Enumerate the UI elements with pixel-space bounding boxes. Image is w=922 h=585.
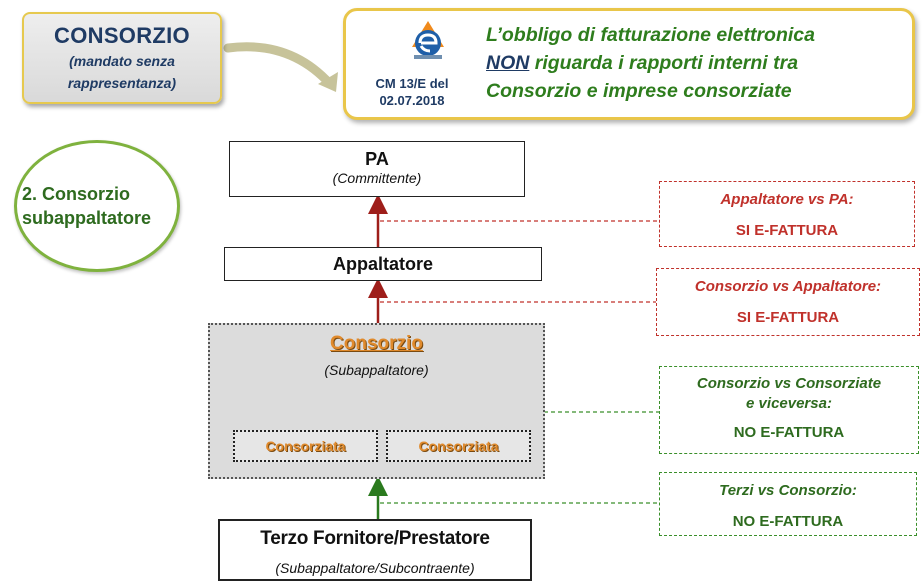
notice-line-2: NON riguarda i rapporti interni tra	[486, 49, 911, 77]
relation-label-cont: e viceversa:	[746, 395, 832, 412]
pa-title: PA	[365, 149, 389, 169]
pa-box: PA (Committente)	[229, 141, 525, 197]
relation-label: Consorzio vs Consorziate	[696, 375, 882, 392]
notice-emphasis: NON	[486, 52, 530, 74]
consorziata-box-1: Consorziata	[233, 430, 378, 462]
relation-label: Terzi vs Consorzio:	[719, 482, 857, 499]
case-circle	[14, 140, 180, 272]
terzo-title: Terzo Fornitore/Prestatore	[260, 528, 490, 549]
consorzio-title: CONSORZIO	[54, 23, 190, 48]
case-label-line-2: subappaltatore	[22, 208, 152, 228]
notice-box: CM 13/E del 02.07.2018 L’obbligo di fatt…	[343, 8, 915, 120]
relation-box-terzi-consorzio: Terzi vs Consorzio: NO E-FATTURA	[659, 472, 917, 536]
consorzio-subtitle-2: rappresentanza)	[67, 75, 177, 91]
case-label: 2. Consorzio subappaltatore	[22, 182, 172, 230]
consorzio-node-subtitle: (Subappaltatore)	[324, 362, 429, 378]
relation-box-appaltatore-pa: Appaltatore vs PA: SI E-FATTURA	[659, 181, 915, 247]
terzo-subtitle: (Subappaltatore/Subcontraente)	[275, 560, 475, 576]
relation-label: Appaltatore vs PA:	[720, 191, 854, 208]
case-label-line-1: 2. Consorzio	[22, 184, 131, 204]
notice-text: L’obbligo di fatturazione elettronica NO…	[486, 21, 911, 105]
consorzio-node-title: Consorzio	[330, 333, 423, 354]
agency-logo-icon	[412, 21, 444, 59]
relation-value: SI E-FATTURA	[736, 309, 840, 326]
appaltatore-title: Appaltatore	[332, 254, 433, 274]
consorzio-mandate-box: CONSORZIO (mandato senza rappresentanza)	[22, 12, 222, 104]
circular-date: 02.07.2018	[379, 93, 445, 108]
pa-subtitle: (Committente)	[332, 170, 422, 186]
relation-value: NO E-FATTURA	[732, 513, 844, 530]
appaltatore-box: Appaltatore	[224, 247, 542, 281]
notice-line-1: L’obbligo di fatturazione elettronica	[486, 24, 815, 46]
relation-box-consorzio-appaltatore: Consorzio vs Appaltatore: SI E-FATTURA	[656, 268, 920, 336]
circular-number: CM 13/E del	[375, 76, 449, 91]
consorziata-box-2: Consorziata	[386, 430, 531, 462]
consorzio-subtitle-1: (mandato senza	[69, 53, 175, 69]
pointer-arrow	[223, 42, 335, 89]
relation-box-consorzio-consorziate: Consorzio vs Consorziate e viceversa: NO…	[659, 366, 919, 454]
circular-reference: CM 13/E del 02.07.2018	[356, 75, 468, 109]
notice-line-2-rest: riguarda i rapporti interni tra	[529, 52, 799, 74]
relation-value: SI E-FATTURA	[735, 222, 839, 239]
notice-line-3: Consorzio e imprese consorziate	[486, 80, 792, 102]
relation-value: NO E-FATTURA	[733, 424, 845, 441]
relation-label: Consorzio vs Appaltatore:	[694, 278, 882, 295]
terzo-fornitore-box: Terzo Fornitore/Prestatore (Subappaltato…	[218, 519, 532, 581]
